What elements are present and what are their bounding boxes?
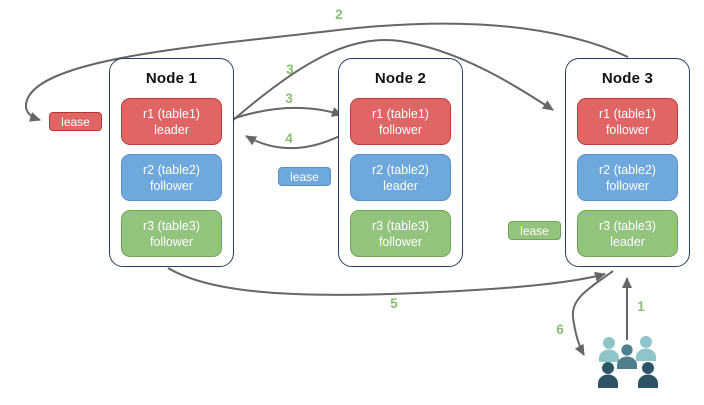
node-3: Node 3 r1 (table1) follower r2 (table2) … — [565, 58, 690, 267]
node-3-title: Node 3 — [601, 70, 654, 87]
step-label-2: 2 — [335, 7, 343, 22]
step-label-6: 6 — [556, 322, 564, 337]
replica-role: leader — [383, 178, 418, 193]
lease-badge-table2: lease — [278, 167, 331, 186]
arrow-step3-to-node2 — [231, 106, 343, 120]
replica-role: leader — [610, 234, 645, 249]
arrow-step4 — [245, 129, 352, 150]
replica-role: follower — [378, 234, 423, 249]
lease-badge-table3: lease — [508, 221, 561, 240]
replica-label: r2 (table2) — [599, 162, 656, 177]
node-3-replica-r1: r1 (table1) follower — [577, 98, 678, 145]
step-label-1: 1 — [637, 299, 645, 314]
replica-role: follower — [378, 122, 423, 137]
node-1-replica-r1: r1 (table1) leader — [121, 98, 222, 145]
node-2-replica-r3: r3 (table3) follower — [350, 210, 451, 257]
replica-label: r2 (table2) — [143, 162, 200, 177]
replica-label: r3 (table3) — [372, 218, 429, 233]
node-3-replica-r3: r3 (table3) leader — [577, 210, 678, 257]
step-label-3a: 3 — [286, 62, 294, 77]
arrow-step2 — [25, 22, 629, 122]
arrow-step3-to-node3 — [230, 39, 554, 123]
lease-badge-table1: lease — [49, 112, 102, 131]
node-1: Node 1 r1 (table1) leader r2 (table2) fo… — [109, 58, 234, 267]
replica-label: r2 (table2) — [372, 162, 429, 177]
node-2-title: Node 2 — [374, 70, 427, 87]
replica-label: r1 (table1) — [372, 106, 429, 121]
node-1-replica-r3: r3 (table3) follower — [121, 210, 222, 257]
replica-label: r1 (table1) — [143, 106, 200, 121]
node-2-replica-r2: r2 (table2) leader — [350, 154, 451, 201]
replica-label: r3 (table3) — [599, 218, 656, 233]
node-1-replica-r2: r2 (table2) follower — [121, 154, 222, 201]
replica-role: leader — [154, 122, 189, 137]
node-1-title: Node 1 — [145, 70, 198, 87]
replica-role: follower — [149, 178, 194, 193]
replica-role: follower — [605, 122, 650, 137]
node-2-replica-r1: r1 (table1) follower — [350, 98, 451, 145]
replica-label: r3 (table3) — [143, 218, 200, 233]
replica-role: follower — [605, 178, 650, 193]
node-3-replica-r2: r2 (table2) follower — [577, 154, 678, 201]
users-icon — [598, 336, 658, 388]
step-label-3b: 3 — [285, 91, 293, 106]
node-2: Node 2 r1 (table1) follower r2 (table2) … — [338, 58, 463, 267]
replica-role: follower — [149, 234, 194, 249]
step-label-4: 4 — [285, 131, 293, 146]
replica-label: r1 (table1) — [599, 106, 656, 121]
arrow-step6 — [571, 270, 614, 356]
step-label-5: 5 — [390, 296, 398, 311]
arrow-step5 — [167, 267, 606, 296]
